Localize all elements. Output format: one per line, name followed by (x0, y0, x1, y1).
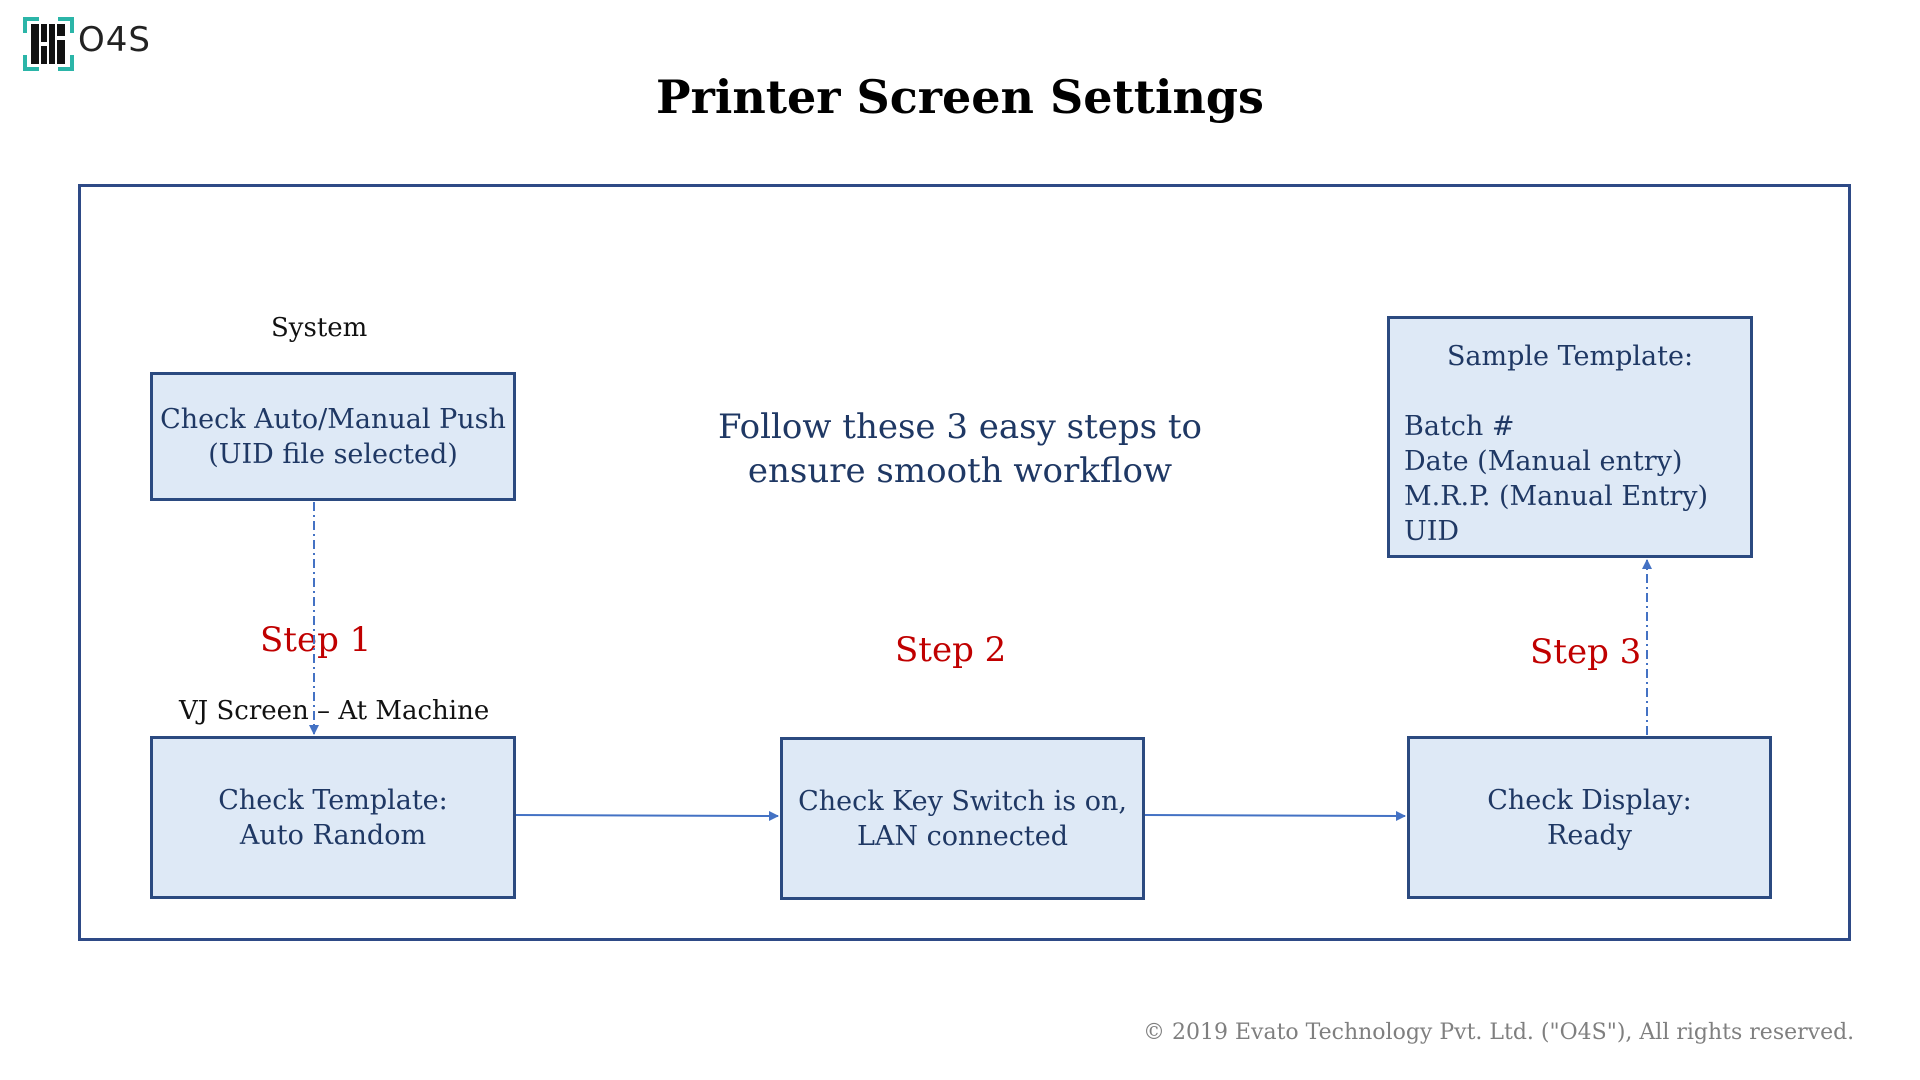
check-display-line2: Ready (1547, 819, 1632, 851)
check-display-box: Check Display: Ready (1407, 736, 1772, 899)
auto-manual-line2: (UID file selected) (208, 438, 458, 470)
intro-text: Follow these 3 easy steps to ensure smoo… (690, 405, 1230, 493)
key-switch-box: Check Key Switch is on, LAN connected (780, 737, 1145, 900)
o4s-logo (23, 17, 74, 71)
check-template-box: Check Template: Auto Random (150, 736, 516, 899)
vj-screen-label: VJ Screen – At Machine (179, 696, 490, 726)
diagram-frame (78, 184, 1851, 941)
step-2-label: Step 2 (895, 630, 1007, 670)
sample-template-heading: Sample Template: (1446, 341, 1694, 372)
check-template-line1: Check Template: (218, 784, 448, 816)
copyright-footer: © 2019 Evato Technology Pvt. Ltd. ("O4S"… (1143, 1020, 1855, 1045)
sample-template-box: Sample Template: Batch # Date (Manual en… (1387, 316, 1753, 558)
auto-manual-line1: Check Auto/Manual Push (160, 403, 506, 435)
intro-line1: Follow these 3 easy steps to (717, 407, 1203, 447)
check-display-line1: Check Display: (1487, 784, 1692, 816)
intro-line2: ensure smooth workflow (747, 451, 1173, 491)
step-3-label: Step 3 (1530, 632, 1642, 672)
sample-item: M.R.P. (Manual Entry) (1404, 481, 1709, 512)
check-template-line2: Auto Random (239, 819, 427, 851)
logo-text: O4S (78, 20, 151, 60)
step-1-label: Step 1 (260, 620, 372, 660)
auto-manual-push-box: Check Auto/Manual Push (UID file selecte… (150, 372, 516, 501)
key-switch-line2: LAN connected (856, 820, 1068, 852)
sample-item: Batch # (1404, 411, 1515, 442)
page-title: Printer Screen Settings (656, 70, 1264, 124)
sample-item: Date (Manual entry) (1404, 446, 1683, 477)
key-switch-line1: Check Key Switch is on, (798, 785, 1127, 817)
sample-item: UID (1404, 516, 1460, 547)
system-label: System (271, 313, 368, 343)
